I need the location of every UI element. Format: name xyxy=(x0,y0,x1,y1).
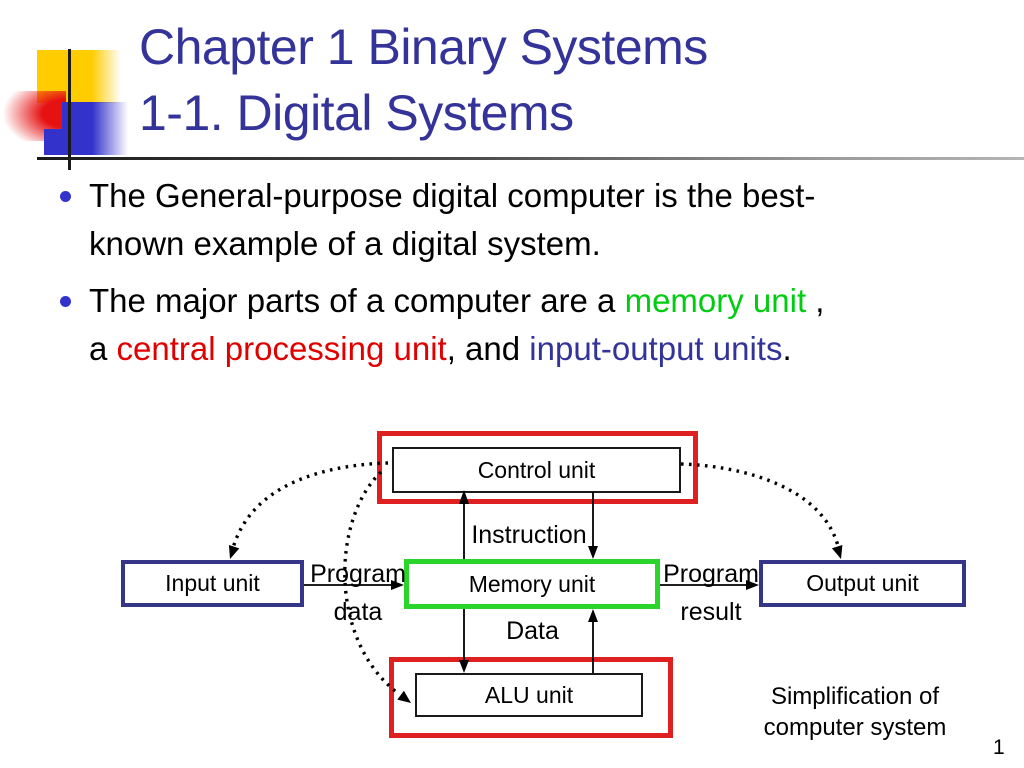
data-label: Data xyxy=(506,617,559,645)
caption-line-1: Simplification of xyxy=(770,683,940,710)
bullet-2-text: The major parts of a computer are a memo… xyxy=(89,277,824,373)
bullet-2-plain-text: The major parts of a computer are a xyxy=(89,282,625,319)
bullet-1-text: The General-purpose digital computer is … xyxy=(89,172,815,268)
dotted-arc-control-to-output xyxy=(680,462,840,547)
input-unit-label: Input unit xyxy=(165,570,260,596)
program-result-line-2: result xyxy=(680,598,742,626)
alu-unit-label: ALU unit xyxy=(484,681,574,708)
bullet-2-line-1: The major parts of a computer are a memo… xyxy=(89,277,824,325)
dotted-arc-control-to-input xyxy=(231,461,389,549)
program-data-line-1: Program xyxy=(310,560,406,588)
output-unit-box: Output unit xyxy=(759,560,966,607)
arrowhead-down-icon xyxy=(831,545,843,559)
bullet-dot-icon xyxy=(60,296,71,307)
slide-title: Chapter 1 Binary Systems 1-1. Digital Sy… xyxy=(139,14,708,146)
program-result-line-1: Program xyxy=(663,560,759,588)
bullet-2-period: . xyxy=(782,330,792,367)
bullet-1-line-1: The General-purpose digital computer is … xyxy=(89,177,816,214)
bullet-dot-icon xyxy=(60,191,71,202)
memory-unit-label: Memory unit xyxy=(468,570,596,597)
diagram-caption: Simplification of computer system xyxy=(753,681,957,743)
page-number: 1 xyxy=(993,736,1005,759)
title-line-1: Chapter 1 Binary Systems xyxy=(139,19,708,75)
bullet-item-2: The major parts of a computer are a memo… xyxy=(60,277,1010,373)
program-data-line-2: data xyxy=(333,598,383,626)
arrowhead-right-icon xyxy=(391,580,404,590)
title-separator-line xyxy=(37,157,1024,160)
control-unit-label: Control unit xyxy=(477,456,596,483)
output-unit-label: Output unit xyxy=(806,570,919,596)
caption-line-2: computer system xyxy=(763,714,947,741)
bullet-list: The General-purpose digital computer is … xyxy=(60,172,1010,382)
memory-unit-highlight: memory unit xyxy=(624,282,807,319)
title-line-2: 1-1. Digital Systems xyxy=(139,85,574,141)
arrowhead-down-right-icon xyxy=(397,690,411,703)
arrowhead-down-icon xyxy=(588,546,598,559)
arrowhead-up-icon xyxy=(588,609,598,622)
program-data-label: Program data xyxy=(308,555,408,631)
bullet-2-plain-text: , and xyxy=(446,330,530,367)
decoration-vertical-line xyxy=(68,49,71,170)
cpu-highlight: central processing unit xyxy=(116,330,447,367)
diagram-arrows xyxy=(228,461,843,703)
computer-system-diagram: Control unit Memory unit Input unit Outp… xyxy=(0,420,1024,768)
decoration-blue-step xyxy=(44,129,62,155)
control-unit-box: Control unit xyxy=(392,447,681,493)
bullet-1-line-2: known example of a digital system. xyxy=(89,225,601,262)
alu-unit-box: ALU unit xyxy=(415,673,643,717)
arrowhead-down-icon xyxy=(228,545,240,559)
io-units-highlight: input-output units xyxy=(529,330,783,367)
arrowhead-up-icon xyxy=(459,490,469,504)
arrowhead-right-icon xyxy=(746,580,759,590)
instruction-label: Instruction xyxy=(471,521,587,549)
bullet-2-plain-text: a xyxy=(89,330,117,367)
program-result-label: Program result xyxy=(661,555,761,631)
memory-unit-box: Memory unit xyxy=(404,559,660,609)
bullet-item-1: The General-purpose digital computer is … xyxy=(60,172,1010,268)
bullet-2-line-2: a central processing unit, and input-out… xyxy=(89,325,824,373)
input-unit-box: Input unit xyxy=(121,560,304,607)
decoration-blue-square xyxy=(62,102,128,155)
arrowhead-down-icon xyxy=(459,660,469,673)
bullet-2-comma: , xyxy=(806,282,825,319)
